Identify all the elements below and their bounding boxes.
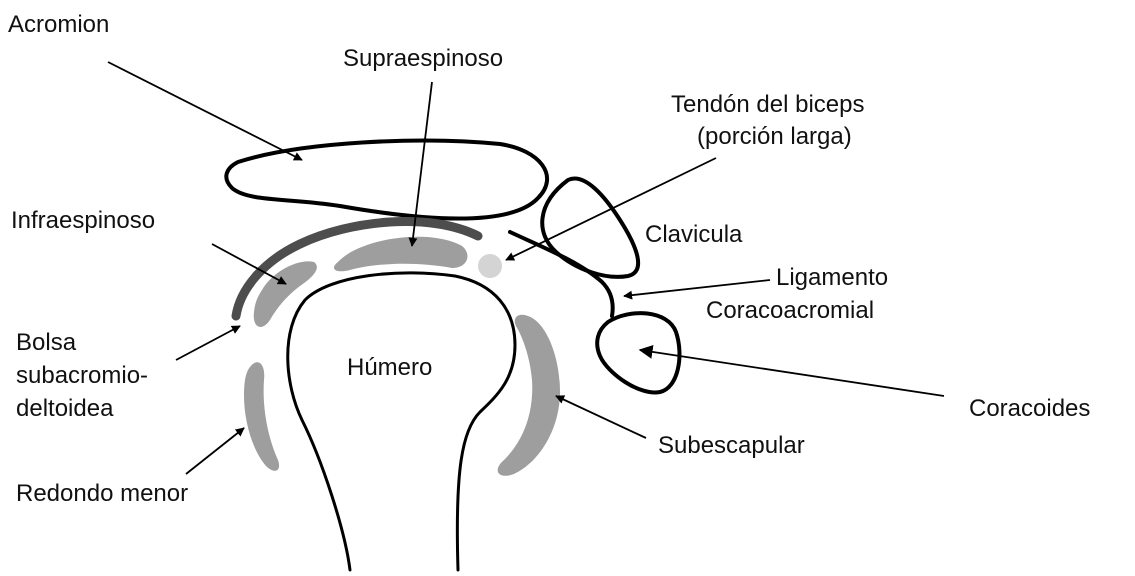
acromion-arrow <box>108 62 302 160</box>
bolsa-arrow <box>176 326 240 360</box>
label-supraespinoso: Supraespinoso <box>343 45 503 72</box>
redondo-menor-arrow <box>186 428 244 474</box>
label-humero: Húmero <box>347 354 432 381</box>
label-biceps-line1: Tendón del biceps <box>671 91 864 118</box>
teres-minor-muscle <box>244 362 279 471</box>
subescapular-arrow <box>556 396 646 438</box>
label-bolsa-line3: deltoidea <box>16 395 114 422</box>
label-ligamento-line1: Ligamento <box>776 264 888 291</box>
label-infraespinoso: Infraespinoso <box>11 207 155 234</box>
supraspinatus-muscle <box>334 237 467 272</box>
ligamento-arrow <box>624 280 770 296</box>
label-acromion: Acromion <box>8 11 109 38</box>
clavicle-shape <box>542 179 638 277</box>
label-redondo-menor: Redondo menor <box>16 480 188 507</box>
humerus-outline <box>288 273 515 570</box>
label-subescapular: Subescapular <box>658 432 805 459</box>
label-coracoides: Coracoides <box>969 395 1090 422</box>
acromion-shape <box>226 141 547 219</box>
coracoid-shape <box>597 313 679 392</box>
biceps-tendon-circle <box>478 254 502 278</box>
label-bolsa-line2: subacromio- <box>16 362 148 389</box>
label-ligamento-line2: Coracoacromial <box>706 297 874 324</box>
label-biceps-line2: (porción larga) <box>697 123 852 150</box>
coracoides-arrow <box>640 350 944 396</box>
subscapularis-muscle <box>498 315 560 476</box>
label-bolsa-line1: Bolsa <box>16 329 77 356</box>
label-clavicula: Clavicula <box>645 221 743 248</box>
